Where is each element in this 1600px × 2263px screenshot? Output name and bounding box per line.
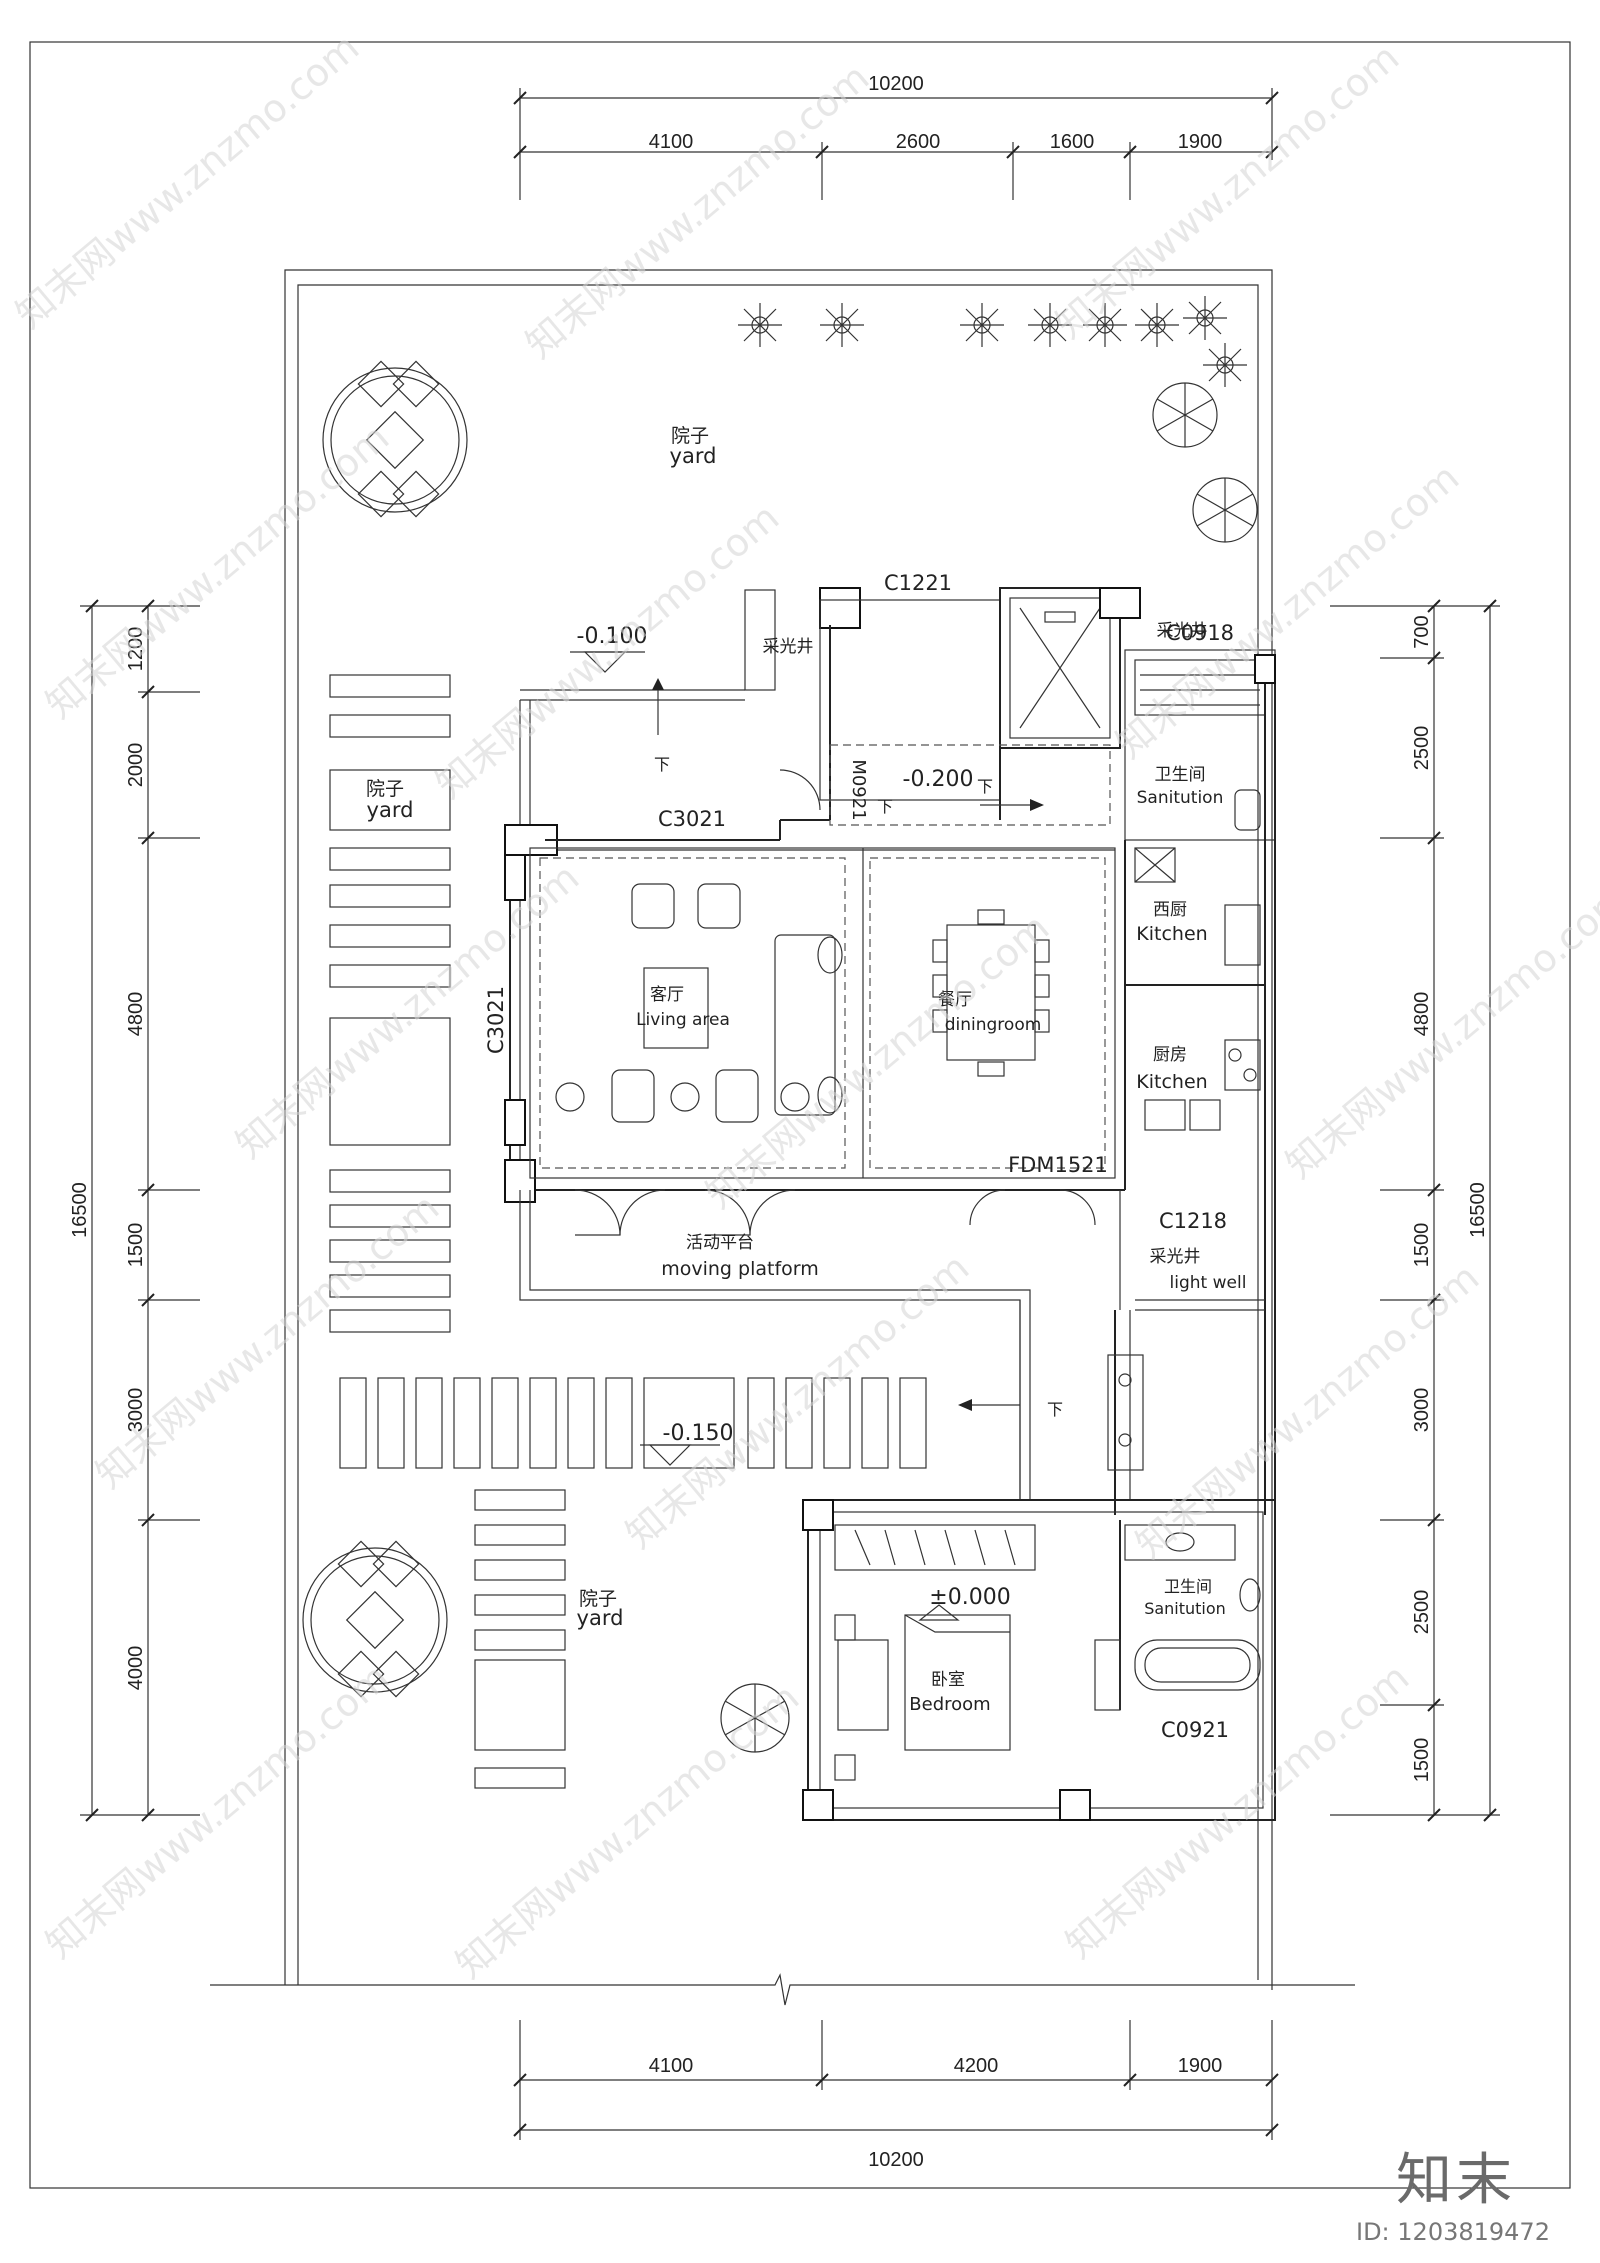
western-kitchen-cn: 西厨 bbox=[1153, 900, 1187, 920]
watermark-1: 知末网www.znzmo.com bbox=[8, 25, 368, 337]
image-id: ID: 1203819472 bbox=[1356, 2218, 1550, 2246]
elevation-labels: -0.100 -0.200 -0.150 ±0.000 bbox=[577, 624, 1011, 1610]
dim-top-1: 4100 bbox=[649, 131, 694, 153]
dim-left-5: 3000 bbox=[125, 1388, 147, 1433]
stepping-stones-row bbox=[339, 1377, 927, 1469]
code-fdm1521: FDM1521 bbox=[1008, 1153, 1108, 1177]
elevation-yard: -0.150 bbox=[663, 1421, 734, 1446]
dim-left-3: 4800 bbox=[125, 992, 147, 1037]
bath-bottom-cn: 卫生间 bbox=[1164, 1577, 1212, 1596]
lightwell-mid-en: light well bbox=[1170, 1273, 1247, 1293]
dim-right-5: 3000 bbox=[1411, 1388, 1433, 1433]
elevation-terrace: -0.100 bbox=[577, 624, 648, 649]
code-c0921: C0921 bbox=[1161, 1718, 1229, 1742]
right-dimensions: 700 2500 4800 1500 3000 2500 1500 16500 bbox=[1330, 599, 1500, 1822]
bottom-dimensions: 4100 4200 1900 10200 bbox=[513, 2020, 1279, 2171]
kitchen-cn: 厨房 bbox=[1153, 1045, 1187, 1065]
down-arrow-1: 下 bbox=[654, 755, 670, 774]
western-kitchen-en: Kitchen bbox=[1136, 923, 1207, 945]
watermark-11: 知末网www.znzmo.com bbox=[618, 1245, 978, 1557]
left-dimensions: 16500 1200 2000 4800 1500 3000 4000 bbox=[69, 599, 200, 1822]
watermark-layer: 知末网www.znzmo.com 知末网www.znzmo.com 知末网www… bbox=[8, 25, 1600, 1987]
dim-right-2: 2500 bbox=[1411, 726, 1433, 771]
living-label-cn: 客厅 bbox=[650, 985, 684, 1005]
yard-top-en: yard bbox=[670, 444, 717, 468]
watermark-15: 知末网www.znzmo.com bbox=[1058, 1655, 1418, 1967]
bedroom-en: Bedroom bbox=[909, 1694, 990, 1715]
watermark-6: 知末网www.znzmo.com bbox=[1108, 455, 1468, 767]
dim-left-4: 1500 bbox=[125, 1223, 147, 1268]
bedroom-cn: 卧室 bbox=[931, 1670, 965, 1690]
yard-left-cn: 院子 bbox=[366, 778, 404, 800]
dim-right-6: 2500 bbox=[1411, 1590, 1433, 1635]
elevation-hall: -0.200 bbox=[903, 767, 974, 792]
elevation-bedroom: ±0.000 bbox=[929, 1585, 1010, 1610]
yard-bottom-cn: 院子 bbox=[579, 1588, 617, 1610]
dining-label-cn: 餐厅 bbox=[938, 990, 972, 1010]
dim-bottom-1: 4100 bbox=[649, 2055, 694, 2077]
lightwell-right-cn: 采光井 bbox=[1157, 621, 1208, 641]
dim-top-4: 1900 bbox=[1178, 131, 1223, 153]
platform-cn: 活动平台 bbox=[686, 1233, 754, 1253]
window-door-codes: C1221 C0918 C3021 C3021 M0921 FDM1521 C1… bbox=[484, 571, 1234, 1742]
kitchen-en: Kitchen bbox=[1136, 1071, 1207, 1093]
building-walls bbox=[504, 587, 1276, 1821]
platform-en: moving platform bbox=[661, 1258, 819, 1280]
watermark-2: 知末网www.znzmo.com bbox=[518, 55, 878, 367]
lightwell-mid-cn: 采光井 bbox=[1150, 1247, 1201, 1267]
dim-right-4: 1500 bbox=[1411, 1223, 1433, 1268]
dim-top-3: 1600 bbox=[1050, 131, 1095, 153]
dim-bottom-2: 4200 bbox=[954, 2055, 999, 2077]
watermark-4: 知末网www.znzmo.com bbox=[38, 415, 398, 727]
bath-top-en: Sanitution bbox=[1137, 788, 1224, 808]
dim-left-total: 16500 bbox=[69, 1182, 91, 1238]
dining-label-en: diningroom bbox=[945, 1015, 1042, 1035]
yard-left-en: yard bbox=[367, 798, 414, 822]
dim-right-total: 16500 bbox=[1467, 1182, 1489, 1238]
drawing-frame bbox=[29, 41, 1571, 2189]
top-dimensions: 10200 4100 2600 1600 1900 bbox=[513, 73, 1279, 200]
code-c1218: C1218 bbox=[1159, 1209, 1227, 1233]
dim-top-2: 2600 bbox=[896, 131, 941, 153]
room-labels: 院子 yard 院子 yard 院子 yard 客厅 Living area 餐… bbox=[366, 425, 1246, 1715]
living-dining bbox=[529, 651, 1116, 1621]
brand-logo: 知末 bbox=[1396, 2148, 1516, 2213]
bath-top-cn: 卫生间 bbox=[1155, 765, 1206, 785]
site-boundary bbox=[210, 269, 1355, 2006]
watermark-9: 知末网www.znzmo.com bbox=[1278, 875, 1600, 1187]
dim-left-1: 1200 bbox=[125, 627, 147, 672]
dim-top-total: 10200 bbox=[868, 73, 924, 95]
lightwell-top-cn: 采光井 bbox=[763, 637, 814, 657]
watermark-8: 知末网www.znzmo.com bbox=[698, 905, 1058, 1217]
stepping-stones-bottom bbox=[474, 1489, 566, 1789]
down-arrow-4: 下 bbox=[1047, 1400, 1063, 1419]
watermark-3: 知末网www.znzmo.com bbox=[1048, 35, 1408, 347]
dim-right-3: 4800 bbox=[1411, 992, 1433, 1037]
watermark-14: 知末网www.znzmo.com bbox=[448, 1675, 808, 1987]
code-c1221: C1221 bbox=[884, 571, 952, 595]
dim-right-1: 700 bbox=[1411, 615, 1433, 648]
dim-left-6: 4000 bbox=[125, 1646, 147, 1691]
dim-bottom-total: 10200 bbox=[868, 2149, 924, 2171]
down-arrow-2: 下 bbox=[877, 797, 893, 816]
trees-top bbox=[720, 296, 1258, 1753]
dim-right-7: 1500 bbox=[1411, 1738, 1433, 1783]
round-table-top bbox=[322, 360, 468, 518]
living-label-en: Living area bbox=[636, 1010, 730, 1030]
down-arrow-3: 下 bbox=[977, 777, 993, 796]
stepping-stones-left bbox=[329, 674, 451, 1333]
code-m0921: M0921 bbox=[848, 759, 869, 820]
yard-top-cn: 院子 bbox=[671, 425, 709, 447]
dim-left-2: 2000 bbox=[125, 743, 147, 788]
dim-bottom-3: 1900 bbox=[1178, 2055, 1223, 2077]
watermark-5: 知末网www.znzmo.com bbox=[428, 495, 788, 807]
round-table-bottom bbox=[302, 1540, 448, 1698]
code-c3021-side: C3021 bbox=[484, 986, 508, 1054]
bath-bottom-en: Sanitution bbox=[1144, 1599, 1226, 1618]
code-c0918: C0918 bbox=[1166, 621, 1234, 645]
yard-bottom-en: yard bbox=[577, 1606, 624, 1630]
watermark-7: 知末网www.znzmo.com bbox=[228, 855, 588, 1167]
code-c3021-top: C3021 bbox=[658, 807, 726, 831]
